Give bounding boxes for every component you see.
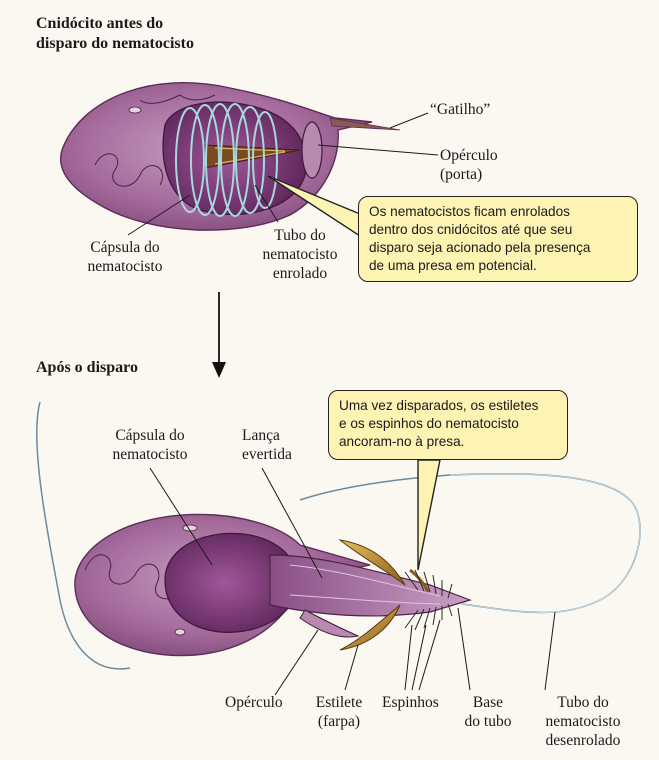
- bottom-heading: Após o disparo: [36, 358, 138, 378]
- top-operculum: [302, 122, 322, 178]
- label-trigger: “Gatilho”: [430, 100, 490, 119]
- bottom-callout: Uma vez disparados, os estiletes e os es…: [328, 390, 568, 460]
- label-coiled-tube: Tubo do nematocisto enrolado: [245, 226, 355, 283]
- label-top-operculum: Opérculo (porta): [440, 146, 498, 184]
- top-heading: Cnidócito antes do disparo do nematocist…: [36, 14, 194, 54]
- label-uncoiled-tube: Tubo do nematocisto desenrolado: [528, 693, 638, 750]
- label-spines: Espinhos: [382, 693, 439, 712]
- label-top-capsule: Cápsula do nematocisto: [70, 238, 180, 276]
- transition-arrow: [212, 292, 226, 378]
- undischarged-cnidocyte: [61, 83, 400, 230]
- top-callout: Os nematocistos ficam enrolados dentro d…: [358, 196, 638, 282]
- label-everted-lance: Lança evertida: [242, 426, 292, 464]
- label-stylet: Estilete (farpa): [300, 693, 378, 731]
- bottom-callout-pointer: [418, 460, 440, 570]
- label-bottom-operculum: Opérculo: [225, 693, 283, 712]
- label-bottom-capsule: Cápsula do nematocisto: [95, 426, 205, 464]
- label-tube-base: Base do tubo: [458, 693, 518, 731]
- everted-lance: [270, 555, 470, 616]
